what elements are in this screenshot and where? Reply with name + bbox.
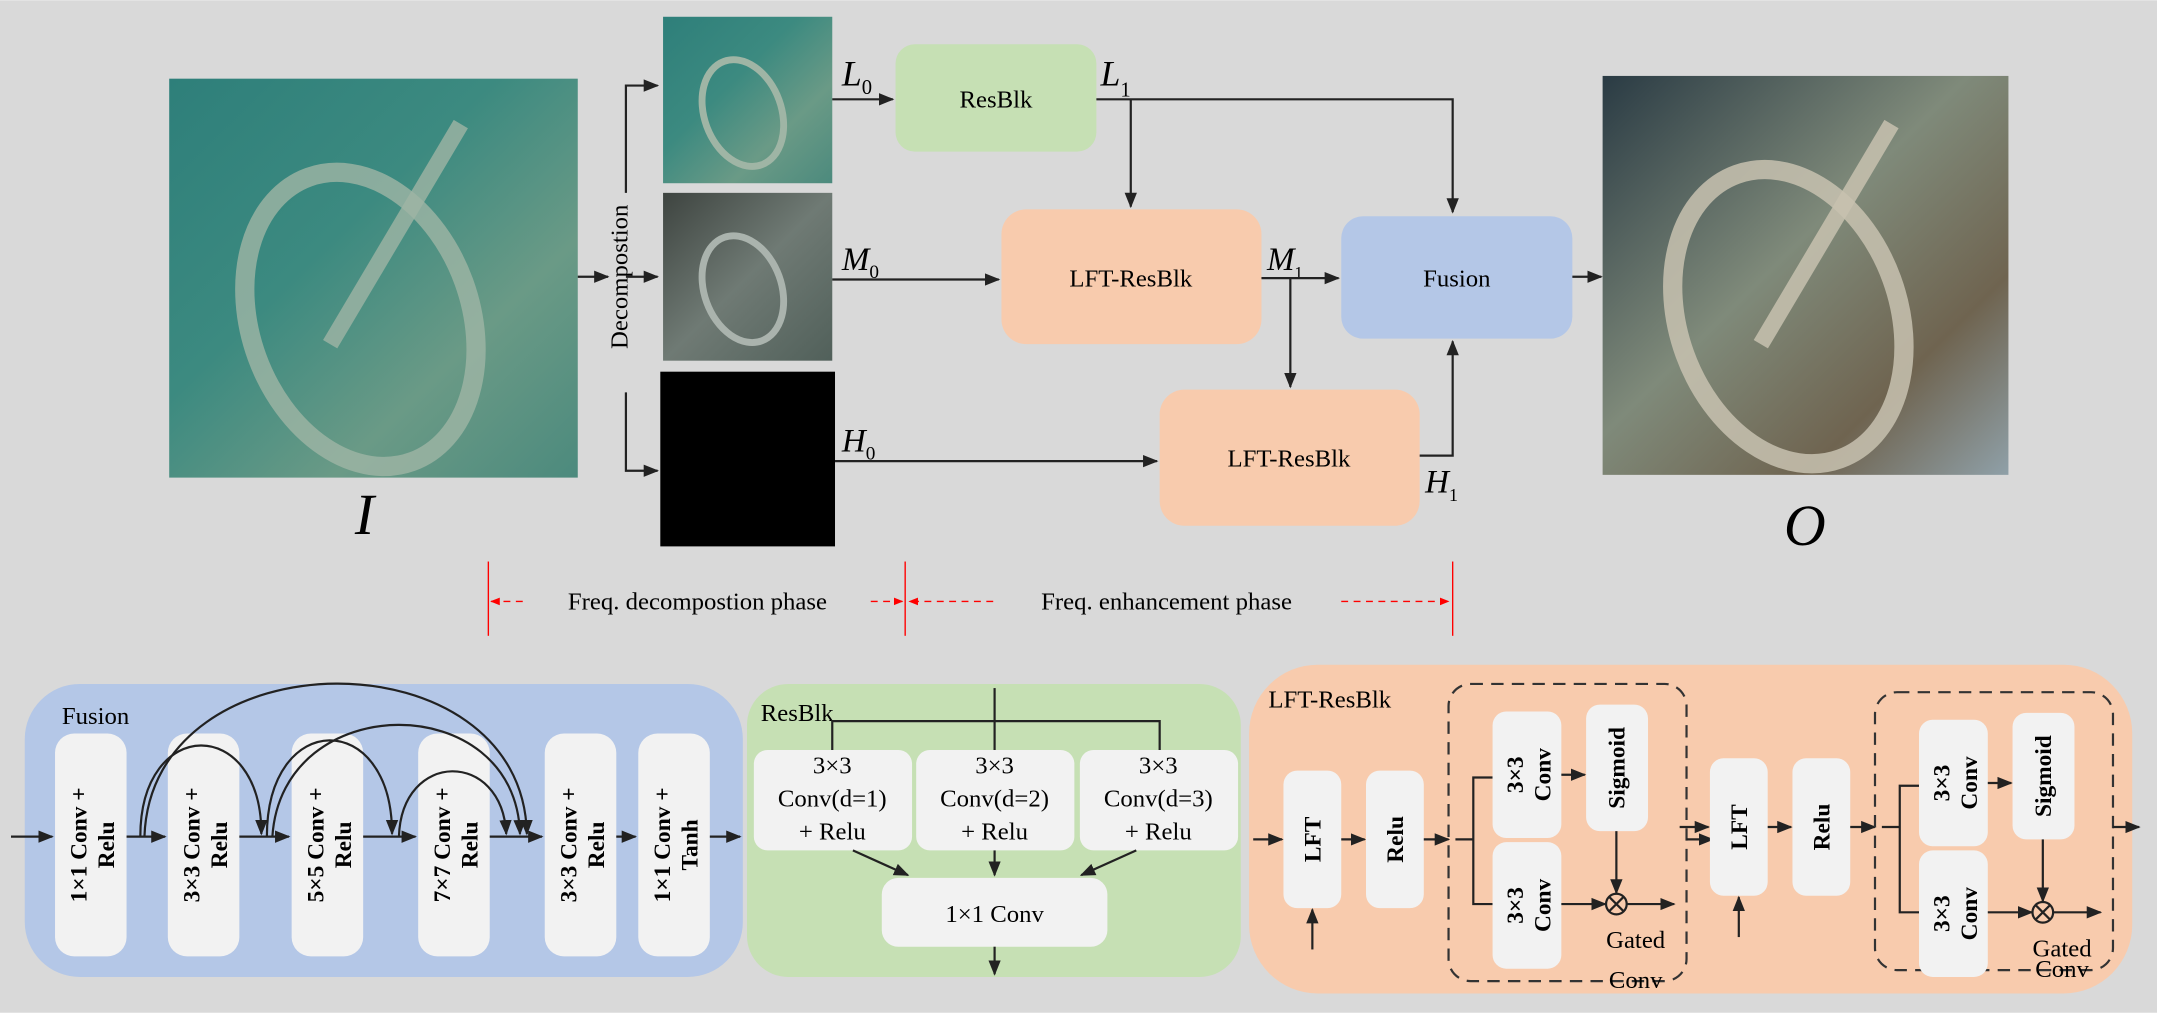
conv-label: 3×3Conv bbox=[1503, 748, 1557, 802]
lft-label: LFT bbox=[1301, 816, 1327, 862]
fusion-conv-block: 7×7 Conv +Relu bbox=[418, 733, 490, 957]
conv-label: 3×3Conv bbox=[1503, 878, 1557, 932]
lft-block bbox=[1709, 758, 1768, 896]
sigmoid-label: Sigmoid bbox=[1605, 727, 1631, 809]
branch-label: Conv(d=2) bbox=[940, 785, 1049, 812]
dilated-conv-branch: 3×3Conv(d=2) + Relu bbox=[916, 749, 1075, 851]
high-frequency-image bbox=[660, 371, 836, 547]
sigmoid-block bbox=[1586, 704, 1649, 832]
relu-label: Relu bbox=[1383, 816, 1409, 863]
fusion-conv-block: 1×1 Conv +Tanh bbox=[638, 733, 710, 957]
sigmoid-block bbox=[2012, 712, 2075, 840]
fusion-block-label: 3×3 Conv +Relu bbox=[179, 787, 233, 902]
fusion-panel-title: Fusion bbox=[62, 703, 129, 730]
gated-label: Gated bbox=[2033, 935, 2093, 962]
gated-conv-label: Conv bbox=[1609, 967, 1663, 994]
fusion-box bbox=[1341, 216, 1573, 339]
phase-decomposition-label: Freq. decompostion phase bbox=[568, 589, 827, 616]
conv-label: 3×3Conv bbox=[1929, 887, 1983, 941]
L1-label: L1 bbox=[1100, 54, 1131, 102]
resblk-box bbox=[895, 44, 1097, 152]
fusion-block-label: 3×3 Conv +Relu bbox=[556, 787, 610, 902]
resblk-label: ResBlk bbox=[960, 87, 1034, 114]
branch-label: + Relu bbox=[1125, 818, 1192, 845]
fusion-conv-block: 1×1 Conv +Relu bbox=[55, 733, 127, 957]
fusion-block-label: 1×1 Conv +Relu bbox=[67, 787, 121, 902]
input-image bbox=[169, 78, 578, 478]
output-label: O bbox=[1784, 495, 1826, 558]
gated-conv-group bbox=[1447, 682, 1688, 983]
fusion-label: Fusion bbox=[1423, 265, 1490, 292]
output-image bbox=[1602, 75, 2009, 475]
phase-enhancement-label: Freq. enhancement phase bbox=[1041, 589, 1292, 616]
fusion-block-label: 7×7 Conv +Relu bbox=[430, 787, 484, 902]
conv-block bbox=[1492, 842, 1562, 969]
gated-label: Gated bbox=[1606, 927, 1666, 954]
relu-block bbox=[1792, 758, 1851, 896]
phase-markers bbox=[487, 561, 1454, 636]
merge-conv-box bbox=[881, 877, 1108, 947]
fusion-conv-block: 3×3 Conv +Relu bbox=[544, 733, 617, 957]
lft-resblk-box-2 bbox=[1159, 389, 1420, 526]
fusion-conv-block: 5×5 Conv +Relu bbox=[291, 733, 364, 957]
multiply-icon bbox=[2031, 900, 2055, 924]
L0-label: L0 bbox=[841, 54, 872, 99]
branch-label: Conv(d=1) bbox=[778, 785, 887, 812]
fusion-block-label: 1×1 Conv +Tanh bbox=[650, 787, 704, 902]
fusion-block-label: 5×5 Conv +Relu bbox=[303, 787, 357, 902]
lft-resblk-label-2: LFT-ResBlk bbox=[1228, 446, 1351, 473]
dilated-conv-branch: 3×3Conv(d=3) + Relu bbox=[1079, 749, 1239, 851]
branch-label: + Relu bbox=[961, 818, 1028, 845]
lft-resblk-panel-title: LFT-ResBlk bbox=[1268, 686, 1391, 713]
branch-label: 3×3 bbox=[813, 752, 852, 779]
branch-label: + Relu bbox=[799, 818, 866, 845]
H1-label: H1 bbox=[1424, 465, 1458, 505]
fusion-conv-block: 3×3 Conv +Relu bbox=[167, 733, 240, 957]
branch-label: Conv(d=3) bbox=[1104, 785, 1213, 812]
lft-label: LFT bbox=[1727, 804, 1753, 850]
lft-resblk-label-1: LFT-ResBlk bbox=[1069, 265, 1192, 292]
branch-label: 3×3 bbox=[1139, 752, 1178, 779]
branch-label: 3×3 bbox=[975, 752, 1014, 779]
dilated-conv-branch: 3×3Conv(d=1) + Relu bbox=[753, 749, 913, 851]
M1-label: M1 bbox=[1266, 242, 1303, 282]
M0-label: M0 bbox=[841, 242, 879, 283]
low-frequency-image bbox=[663, 16, 833, 184]
relu-label: Relu bbox=[1810, 804, 1836, 851]
resblk-panel-title: ResBlk bbox=[761, 700, 835, 727]
input-label: I bbox=[354, 484, 377, 547]
conv-label: 3×3Conv bbox=[1929, 756, 1983, 810]
sigmoid-label: Sigmoid bbox=[2031, 735, 2057, 817]
gated-conv-label: Conv bbox=[2035, 956, 2089, 983]
mid-frequency-image bbox=[663, 192, 833, 361]
H0-label: H0 bbox=[841, 423, 875, 464]
conv-block bbox=[1492, 711, 1562, 839]
lft-resblk-box-1 bbox=[1001, 209, 1262, 345]
fusion-panel bbox=[24, 683, 743, 977]
conv-block bbox=[1919, 850, 1988, 977]
merge-conv-label: 1×1 Conv bbox=[945, 901, 1044, 928]
relu-block bbox=[1366, 770, 1424, 909]
lft-block bbox=[1283, 770, 1342, 909]
skip-connections bbox=[139, 682, 533, 837]
conv-block bbox=[1919, 719, 1988, 847]
multiply-icon bbox=[1604, 892, 1628, 916]
